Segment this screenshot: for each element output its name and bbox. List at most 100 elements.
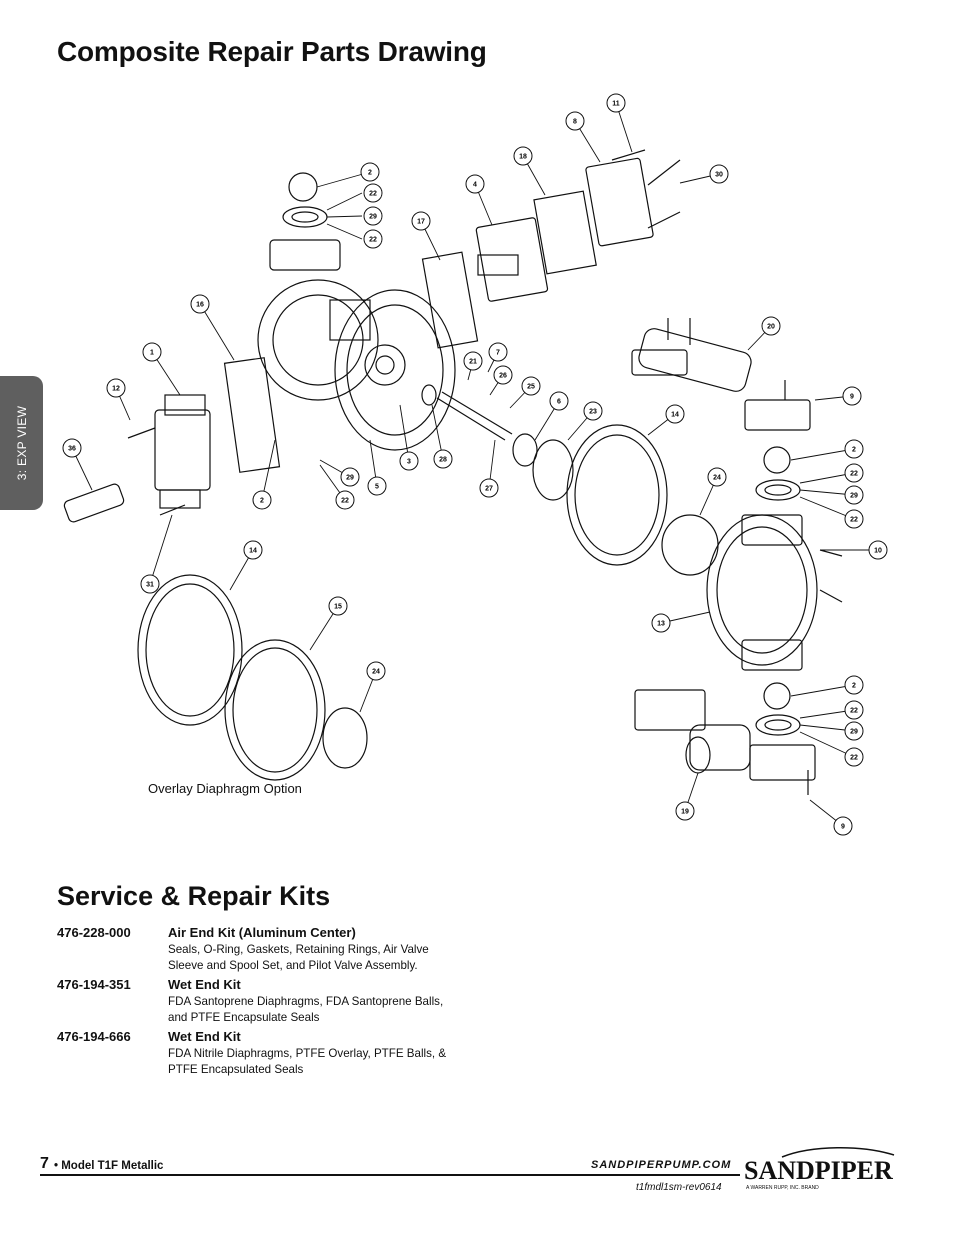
- footer-rule: [40, 1174, 740, 1176]
- kit-part-number: 476-194-351: [57, 977, 131, 992]
- callout-22: 22: [844, 700, 864, 720]
- svg-text:15: 15: [334, 604, 342, 611]
- callout-23: 23: [583, 401, 603, 421]
- kit-part-number: 476-194-666: [57, 1029, 131, 1044]
- svg-text:8: 8: [573, 119, 577, 126]
- kit-part-number: 476-228-000: [57, 925, 131, 940]
- svg-text:19: 19: [681, 809, 689, 816]
- svg-text:23: 23: [589, 409, 597, 416]
- callout-3: 3: [399, 451, 419, 471]
- callout-22: 22: [363, 229, 383, 249]
- callout-22: 22: [363, 183, 383, 203]
- svg-text:28: 28: [439, 457, 447, 464]
- svg-text:29: 29: [346, 475, 354, 482]
- svg-text:14: 14: [249, 548, 257, 555]
- section-side-tab[interactable]: 3: EXP VIEW: [0, 376, 43, 510]
- kit-description-line: Sleeve and Spool Set, and Pilot Valve As…: [168, 958, 418, 972]
- callout-6: 6: [549, 391, 569, 411]
- callout-2: 2: [360, 162, 380, 182]
- callout-29: 29: [340, 467, 360, 487]
- exploded-parts-drawing: 2222922161123631174188113020972126256231…: [62, 93, 888, 836]
- svg-text:22: 22: [850, 708, 858, 715]
- kit-description: Seals, O-Ring, Gaskets, Retaining Rings,…: [168, 942, 488, 973]
- kit-description-line: FDA Santoprene Diaphragms, FDA Santopren…: [168, 995, 444, 1008]
- kit-item: 476-194-666 Wet End Kit FDA Nitrile Diap…: [57, 1029, 517, 1081]
- callout-22: 22: [844, 463, 864, 483]
- svg-text:24: 24: [372, 669, 380, 676]
- callout-7: 7: [488, 342, 508, 362]
- callout-11: 11: [606, 93, 626, 113]
- svg-text:4: 4: [473, 182, 477, 189]
- callout-21: 21: [463, 351, 483, 371]
- svg-text:7: 7: [496, 350, 500, 357]
- callout-18: 18: [513, 146, 533, 166]
- kit-description-line: PTFE Encapsulated Seals: [168, 1062, 304, 1076]
- page-title: Composite Repair Parts Drawing: [57, 36, 487, 67]
- svg-text:26: 26: [499, 373, 507, 380]
- callout-10: 10: [868, 540, 888, 560]
- svg-text:3: 3: [407, 459, 411, 466]
- svg-text:13: 13: [657, 621, 665, 628]
- svg-text:10: 10: [874, 548, 882, 555]
- callout-13: 13: [651, 613, 671, 633]
- svg-text:5: 5: [375, 484, 379, 491]
- svg-text:20: 20: [767, 324, 775, 331]
- svg-text:1: 1: [150, 350, 154, 357]
- kit-description-line: Seals, O-Ring, Gaskets, Retaining Rings,…: [168, 943, 429, 956]
- callout-29: 29: [844, 721, 864, 741]
- callout-9: 9: [842, 386, 862, 406]
- svg-text:11: 11: [612, 101, 620, 108]
- callout-27: 27: [479, 478, 499, 498]
- kit-name: Wet End Kit: [168, 977, 241, 992]
- svg-text:22: 22: [850, 471, 858, 478]
- callout-2: 2: [844, 439, 864, 459]
- kit-item: 476-228-000 Air End Kit (Aluminum Center…: [57, 925, 517, 977]
- svg-text:22: 22: [850, 517, 858, 524]
- svg-text:17: 17: [417, 219, 425, 226]
- callout-9: 9: [833, 816, 853, 836]
- callout-16: 16: [190, 294, 210, 314]
- svg-text:A WARREN RUPP, INC. BRAND: A WARREN RUPP, INC. BRAND: [746, 1185, 819, 1191]
- callout-17: 17: [411, 211, 431, 231]
- svg-text:31: 31: [146, 582, 154, 589]
- svg-text:12: 12: [112, 386, 120, 393]
- callout-12: 12: [106, 378, 126, 398]
- svg-text:2: 2: [852, 447, 856, 454]
- svg-text:22: 22: [369, 191, 377, 198]
- callout-29: 29: [363, 206, 383, 226]
- svg-text:22: 22: [369, 237, 377, 244]
- svg-text:9: 9: [841, 824, 845, 831]
- leader-lines: [71, 102, 878, 827]
- callout-22: 22: [335, 490, 355, 510]
- kit-description-line: FDA Nitrile Diaphragms, PTFE Overlay, PT…: [168, 1047, 447, 1060]
- callout-22: 22: [844, 509, 864, 529]
- kit-description-line: and PTFE Encapsulate Seals: [168, 1010, 320, 1024]
- svg-text:2: 2: [852, 683, 856, 690]
- callout-31: 31: [140, 574, 160, 594]
- sandpiper-logo: SANDPIPER A WARREN RUPP, INC. BRAND: [744, 1146, 895, 1191]
- callout-28: 28: [433, 449, 453, 469]
- page-number: 7: [40, 1155, 49, 1172]
- svg-text:2: 2: [368, 170, 372, 177]
- callout-26: 26: [493, 365, 513, 385]
- svg-text:29: 29: [850, 729, 858, 736]
- svg-text:30: 30: [715, 172, 723, 179]
- callout-8: 8: [565, 111, 585, 131]
- website-link[interactable]: SANDPIPERPUMP.COM: [591, 1159, 732, 1171]
- callout-19: 19: [675, 801, 695, 821]
- svg-text:29: 29: [850, 493, 858, 500]
- callout-36: 36: [62, 438, 82, 458]
- svg-text:9: 9: [850, 394, 854, 401]
- svg-text:25: 25: [527, 384, 535, 391]
- svg-text:22: 22: [850, 755, 858, 762]
- revision-code: t1fmdl1sm-rev0614: [636, 1182, 722, 1193]
- svg-text:22: 22: [341, 498, 349, 505]
- svg-text:18: 18: [519, 154, 527, 161]
- svg-text:SANDPIPER: SANDPIPER: [744, 1156, 893, 1185]
- svg-text:29: 29: [369, 214, 377, 221]
- callout-2: 2: [844, 675, 864, 695]
- callout-1: 1: [142, 342, 162, 362]
- callout-14: 14: [243, 540, 263, 560]
- kit-description: FDA Santoprene Diaphragms, FDA Santopren…: [168, 994, 488, 1025]
